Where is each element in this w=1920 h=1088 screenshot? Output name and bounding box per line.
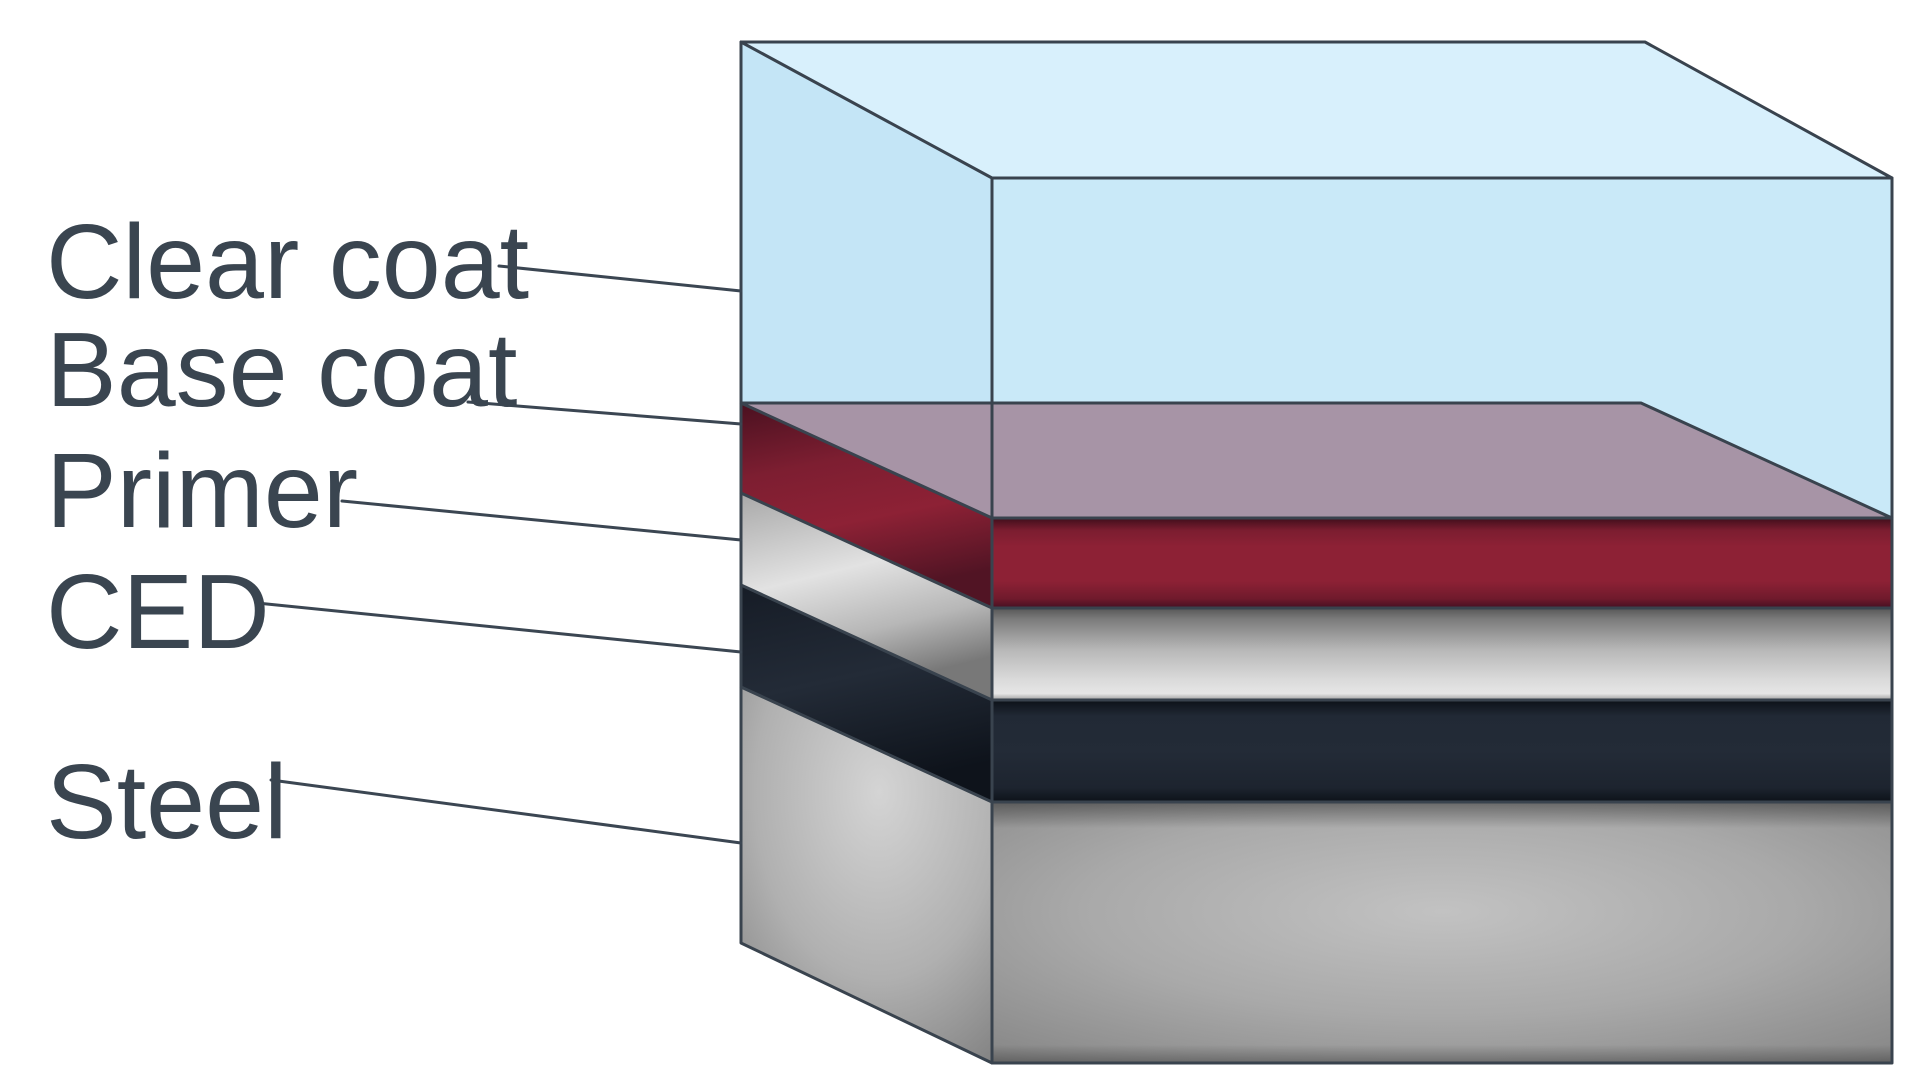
label-steel: Steel xyxy=(46,743,288,861)
box-outline xyxy=(739,40,1894,1065)
ced-left-face xyxy=(741,585,992,802)
primer-front-face xyxy=(992,608,1892,700)
base-coat-top-edge xyxy=(739,401,1894,520)
label-primer: Primer xyxy=(46,432,358,550)
base-coat-left-face xyxy=(741,403,992,608)
steel-layer xyxy=(741,687,1892,1063)
base-coat-bottom-edge xyxy=(739,491,1894,610)
ced-bottom-edge xyxy=(739,685,1894,804)
leader-line-base-coat xyxy=(466,400,743,426)
base-coat-top-face xyxy=(741,403,1892,518)
base-coat-layer xyxy=(741,403,1892,608)
label-base-coat: Base coat xyxy=(46,311,517,429)
leader-lines xyxy=(255,264,743,845)
steel-front-face-shading xyxy=(992,802,1892,1063)
label-clear-coat: Clear coat xyxy=(46,203,529,321)
ced-layer xyxy=(741,585,1892,802)
clear-coat-top-face xyxy=(741,42,1892,178)
primer-bottom-edge xyxy=(739,583,1894,702)
leader-line-primer xyxy=(340,499,743,542)
clear-coat-left-face xyxy=(741,42,992,518)
clear-coat-bottom-back-edge xyxy=(739,401,1894,520)
box-edge-lines xyxy=(739,40,1894,1065)
base-coat-front-face xyxy=(992,518,1892,608)
layer-labels: Clear coat Base coat Primer CED Steel xyxy=(46,203,529,861)
label-ced: CED xyxy=(46,553,270,671)
steel-left-face xyxy=(741,687,992,1063)
leader-line-clear-coat xyxy=(497,264,743,293)
primer-left-face xyxy=(741,493,992,700)
leader-line-steel xyxy=(269,778,743,845)
primer-layer xyxy=(741,493,1892,700)
ced-front-face xyxy=(992,700,1892,802)
leader-line-ced xyxy=(255,601,743,654)
